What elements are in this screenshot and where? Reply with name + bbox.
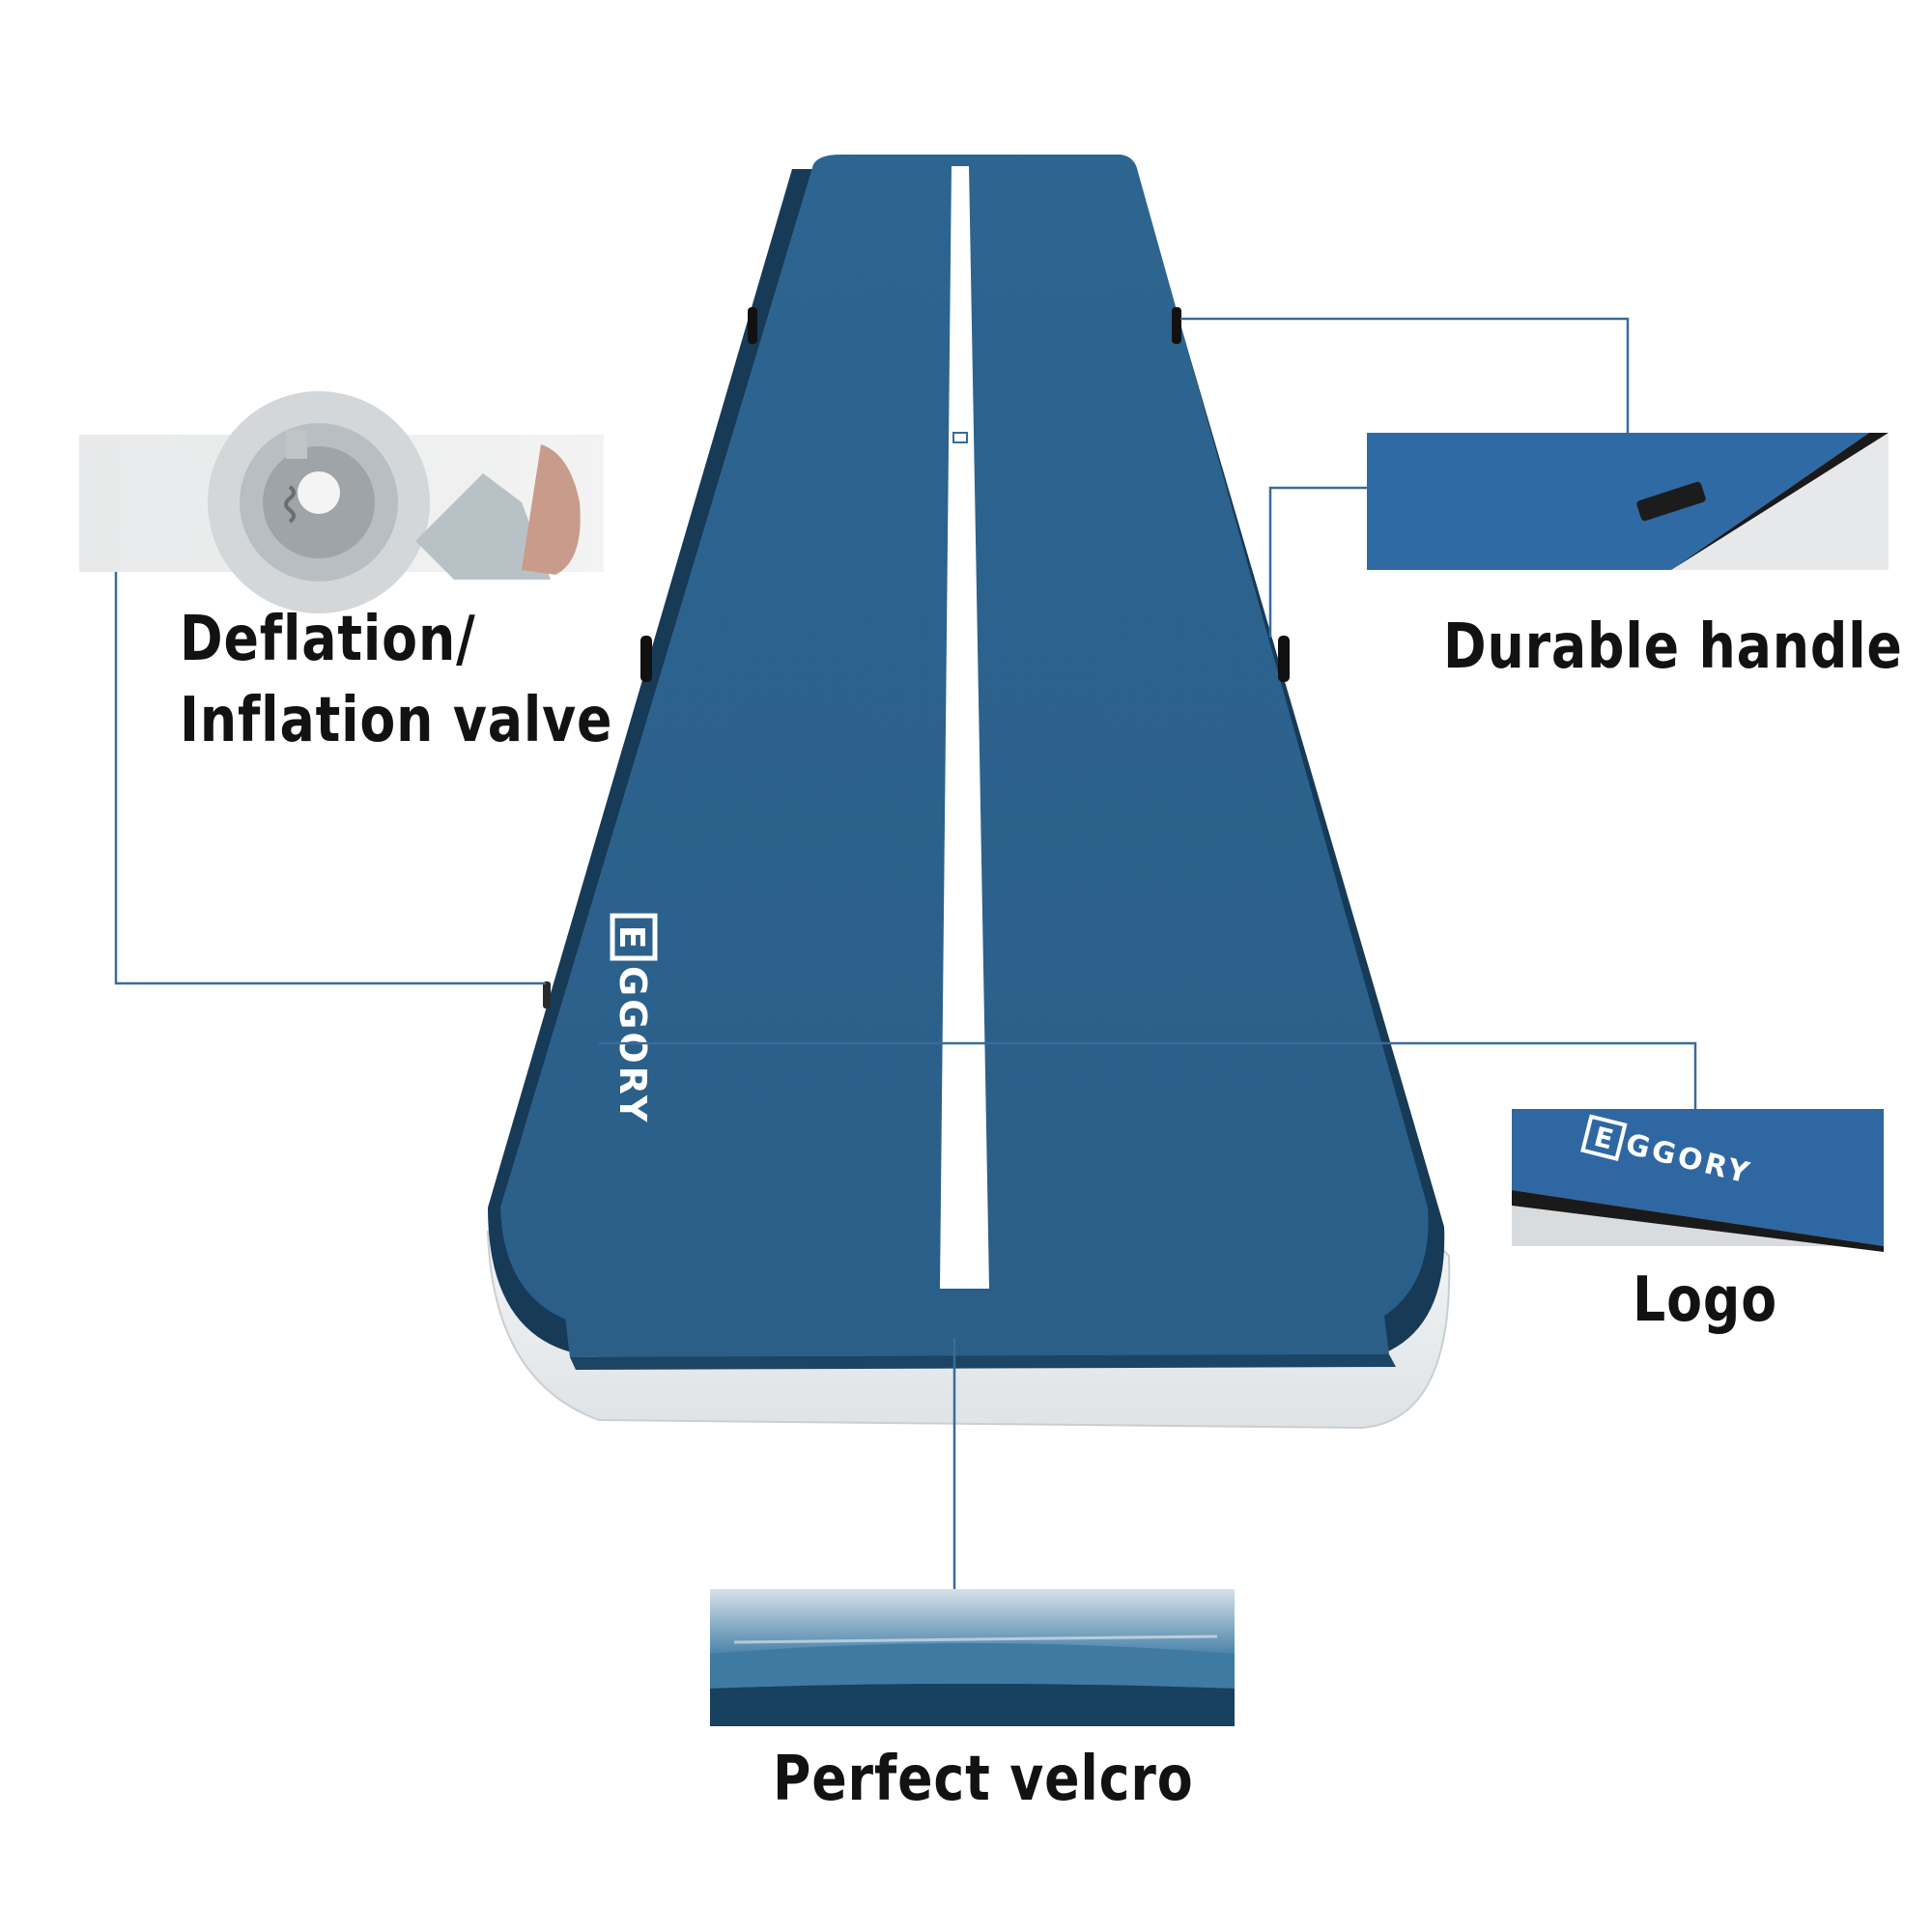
center-stripe: [940, 166, 989, 1289]
valve-callout-line: [114, 572, 546, 985]
stripe-tag-icon: [952, 432, 968, 443]
handle-right-upper-icon: [1172, 307, 1181, 344]
velcro-label: Perfect velcro: [773, 1744, 1194, 1815]
valve-photo: [79, 391, 604, 613]
logo-photo: E GGORY: [1512, 1109, 1884, 1252]
handle-lower-callout-line: [1268, 486, 1367, 638]
velcro-flap: [562, 1293, 1389, 1357]
handle-label: Durable handle: [1443, 611, 1903, 683]
handle-photo: [1367, 433, 1889, 570]
valve-label-line2: Inflation valve: [180, 685, 613, 756]
mat-logo-wordmark: GGORY: [611, 966, 654, 1124]
velcro-photo: [710, 1589, 1235, 1726]
air-track-mat: E GGORY: [486, 155, 1451, 1430]
mat-logo-initial: E: [611, 925, 651, 950]
handle-right-lower-icon: [1278, 636, 1290, 682]
handle-left-upper-icon: [748, 307, 757, 344]
valve-nub-icon: [543, 981, 551, 1009]
callout-lines: [114, 317, 1697, 1589]
handle-upper-callout-line: [1180, 317, 1630, 433]
mat-brand-logo: E GGORY: [610, 913, 658, 1124]
handle-left-lower-icon: [640, 636, 652, 682]
logo-callout-line: [599, 1041, 1697, 1109]
valve-label: Deflation/ Inflation valve: [180, 599, 612, 761]
valve-label-line1: Deflation/: [180, 604, 476, 675]
logo-label: Logo: [1633, 1264, 1777, 1336]
